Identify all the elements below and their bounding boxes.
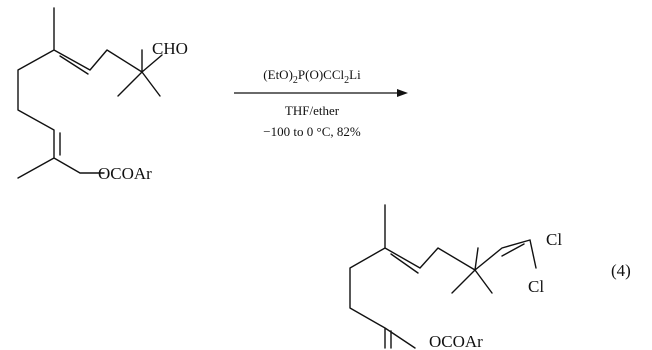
reaction-conditions: (EtO)2P(O)CCl2Li THF/ether −100 to 0 °C,… [234,67,408,139]
reactant-skeleton [17,7,163,179]
product-skeleton [349,204,537,349]
reactant-double-bond-1 [59,55,89,75]
reactant-ester-label: OCOAr [98,164,152,183]
solvent-label: THF/ether [285,103,340,118]
reagent-part-3: Li [349,67,361,82]
reagent-sub-1: 2 [293,75,298,86]
reagent-part-1: (EtO) [263,67,293,82]
reaction-arrowhead [397,89,408,97]
reagent-label: (EtO)2P(O)CCl2Li [263,67,361,86]
product-double-bond-1 [390,253,419,274]
reagent-sub-2: 2 [344,75,349,86]
reactant-structure: CHO OCOAr [17,7,188,183]
aldehyde-label: CHO [152,39,188,58]
equation-number: (4) [611,261,631,280]
chloro-top-label: Cl [546,230,562,249]
product-structure: Cl Cl OCOAr [349,204,562,350]
product-double-bond-2 [501,243,525,257]
product-ester-label: OCOAr [429,332,483,350]
chloro-bottom-label: Cl [528,277,544,296]
reagent-part-2: P(O)CCl [298,67,345,82]
temp-yield-label: −100 to 0 °C, 82% [263,124,361,139]
